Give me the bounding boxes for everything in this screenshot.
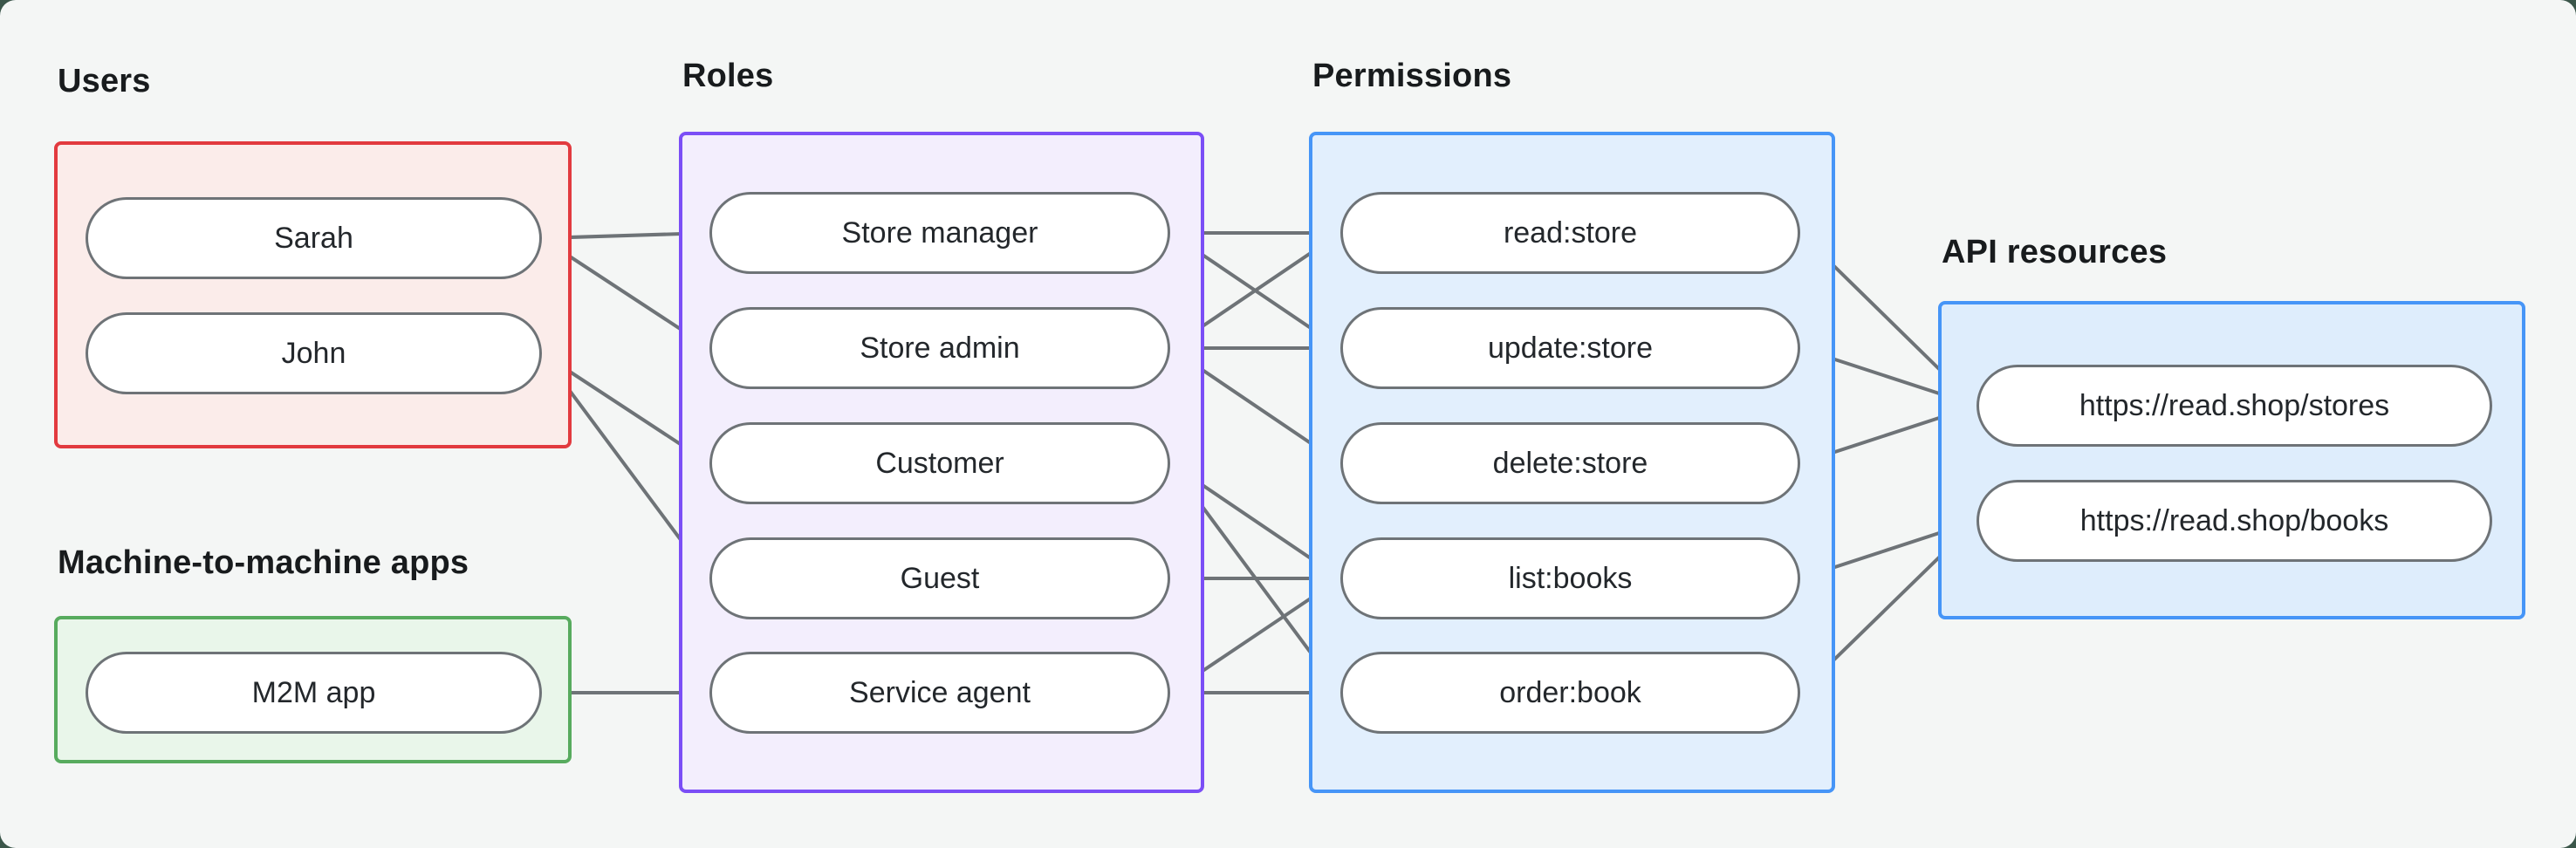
node-books: https://read.shop/books [1977, 480, 2492, 562]
group-title-api: API resources [1942, 234, 2168, 270]
node-update-store: update:store [1340, 307, 1800, 389]
group-title-roles: Roles [682, 58, 774, 94]
group-api [1938, 301, 2525, 619]
group-title-users: Users [58, 63, 151, 99]
node-service-agent: Service agent [709, 652, 1170, 734]
node-john: John [86, 312, 542, 394]
node-delete-store: delete:store [1340, 422, 1800, 504]
node-store-admin: Store admin [709, 307, 1170, 389]
node-guest: Guest [709, 537, 1170, 619]
node-order-book: order:book [1340, 652, 1800, 734]
node-read-store: read:store [1340, 192, 1800, 274]
node-customer: Customer [709, 422, 1170, 504]
node-m2m-app: M2M app [86, 652, 542, 734]
node-stores: https://read.shop/stores [1977, 365, 2492, 447]
node-sarah: Sarah [86, 197, 542, 279]
node-list-books: list:books [1340, 537, 1800, 619]
group-title-m2m: Machine-to-machine apps [58, 544, 469, 581]
group-users [54, 141, 572, 448]
group-title-permissions: Permissions [1312, 58, 1512, 94]
node-store-manager: Store manager [709, 192, 1170, 274]
